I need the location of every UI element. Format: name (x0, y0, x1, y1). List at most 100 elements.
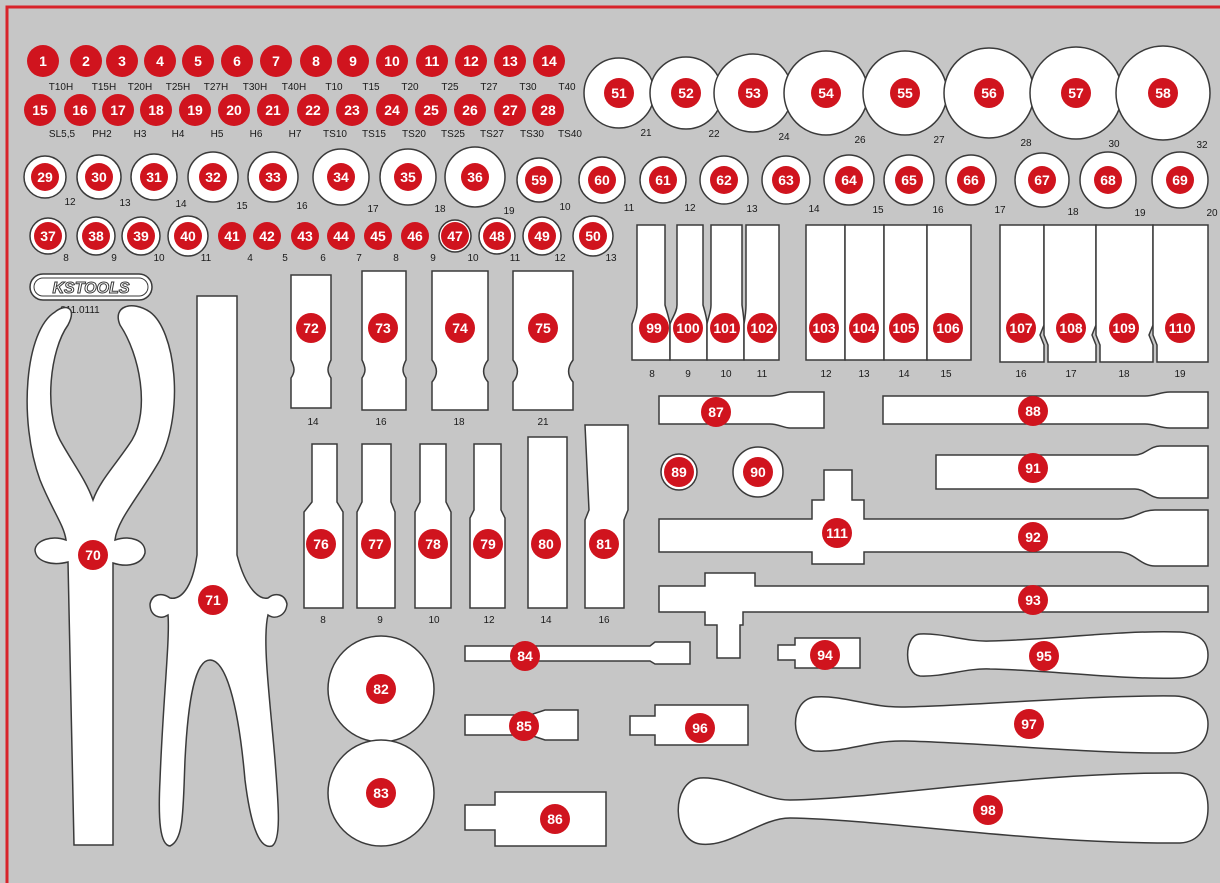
socket-badge-50-number: 50 (585, 228, 601, 244)
bit-badge-13-number: 13 (502, 53, 518, 69)
socket-badge-30-number: 30 (91, 169, 107, 185)
socket-badge-38: 38 (82, 222, 110, 250)
socket-badge-47: 47 (441, 222, 469, 250)
socket-badge-67-number: 67 (1034, 172, 1050, 188)
socket-badge-31: 31 (140, 163, 168, 191)
socket-badge-31-number: 31 (146, 169, 162, 185)
bit-size-1: T10H (49, 82, 73, 93)
tool-badge-96: 96 (685, 713, 715, 743)
bit-badge-14-number: 14 (541, 53, 557, 69)
tool-badge-83: 83 (366, 778, 396, 808)
deep-socket-badge-75-number: 75 (535, 320, 551, 336)
bit-badge-11: 11 (416, 45, 448, 77)
socket-badge-58-number: 58 (1155, 85, 1171, 101)
deep-socket-size-108: 17 (1065, 369, 1077, 380)
socket-badge-68-number: 68 (1100, 172, 1116, 188)
bit-badge-6: 6 (221, 45, 253, 77)
tool-badge-89-number: 89 (671, 464, 687, 480)
deep-socket-size-109: 18 (1118, 369, 1130, 380)
bit-size-10: T20 (401, 82, 419, 93)
bit-badge-10-number: 10 (384, 53, 400, 69)
socket-size-54: 26 (854, 135, 866, 146)
tool-badge-86-number: 86 (547, 811, 563, 827)
deep-socket-size-73: 16 (375, 417, 387, 428)
socket-size-69: 20 (1206, 208, 1218, 219)
tool-badge-87-number: 87 (708, 404, 724, 420)
socket-size-37: 8 (63, 253, 69, 264)
deep-socket-size-105: 14 (898, 369, 910, 380)
socket-size-68: 19 (1134, 208, 1146, 219)
socket-badge-60-number: 60 (594, 172, 610, 188)
deep-socket-size-78: 10 (428, 615, 440, 626)
socket-badge-55: 55 (890, 78, 920, 108)
socket-badge-62-number: 62 (716, 172, 732, 188)
socket-badge-39-number: 39 (133, 228, 149, 244)
bit-badge-20-number: 20 (226, 102, 242, 118)
bit-size-7: T40H (282, 82, 306, 93)
socket-badge-32: 32 (199, 163, 227, 191)
socket-size-43: 6 (320, 253, 326, 264)
deep-socket-badge-100-number: 100 (676, 320, 700, 336)
tool-badge-111-number: 111 (826, 525, 848, 541)
bit-size-28: TS40 (558, 129, 582, 140)
tool-badge-94: 94 (810, 640, 840, 670)
deep-socket-size-101: 10 (720, 369, 732, 380)
tool-badge-70: 70 (78, 540, 108, 570)
bit-badge-16-number: 16 (72, 102, 88, 118)
deep-socket-badge-72-number: 72 (303, 320, 319, 336)
bit-badge-13: 13 (494, 45, 526, 77)
socket-badge-52: 52 (671, 78, 701, 108)
bit-size-22: TS10 (323, 129, 347, 140)
deep-socket-size-80: 14 (540, 615, 552, 626)
tool-badge-92-number: 92 (1025, 529, 1041, 545)
bit-badge-22: 22 (297, 94, 329, 126)
deep-socket-size-104: 13 (858, 369, 870, 380)
deep-socket-badge-102: 102 (747, 313, 777, 343)
bit-badge-9: 9 (337, 45, 369, 77)
deep-socket-badge-73: 73 (368, 313, 398, 343)
deep-socket-size-107: 16 (1015, 369, 1027, 380)
socket-badge-34: 34 (327, 163, 355, 191)
bit-badge-26-number: 26 (462, 102, 478, 118)
deep-socket-size-100: 9 (685, 369, 691, 380)
socket-badge-30: 30 (85, 163, 113, 191)
deep-socket-badge-101-number: 101 (713, 320, 737, 336)
socket-badge-61-number: 61 (655, 172, 671, 188)
deep-socket-badge-79: 79 (473, 529, 503, 559)
tool-badge-88: 88 (1018, 396, 1048, 426)
socket-badge-59: 59 (525, 166, 553, 194)
socket-badge-59-number: 59 (531, 172, 547, 188)
socket-size-46: 9 (430, 253, 436, 264)
socket-badge-29: 29 (31, 163, 59, 191)
socket-badge-44-number: 44 (333, 228, 349, 244)
socket-size-50: 13 (605, 253, 617, 264)
deep-socket-badge-107-number: 107 (1009, 320, 1033, 336)
socket-size-66: 17 (994, 205, 1006, 216)
socket-badge-42-number: 42 (259, 228, 275, 244)
deep-socket-badge-109-number: 109 (1112, 320, 1136, 336)
bit-badge-27: 27 (494, 94, 526, 126)
tool-badge-97-number: 97 (1021, 716, 1037, 732)
bit-size-8: T10 (325, 82, 343, 93)
socket-badge-69-number: 69 (1172, 172, 1188, 188)
deep-socket-size-110: 19 (1174, 369, 1186, 380)
tool-badge-85: 85 (509, 711, 539, 741)
bit-size-11: T25 (441, 82, 459, 93)
bit-badge-5-number: 5 (194, 53, 202, 69)
deep-socket-badge-100: 100 (673, 313, 703, 343)
tool-badge-86: 86 (540, 804, 570, 834)
tool-badge-87: 87 (701, 397, 731, 427)
bit-size-15: SL5,5 (49, 129, 76, 140)
socket-badge-61: 61 (649, 166, 677, 194)
bit-size-12: T27 (480, 82, 498, 93)
socket-size-55: 27 (933, 135, 945, 146)
socket-badge-56-number: 56 (981, 85, 997, 101)
tool-badge-88-number: 88 (1025, 403, 1041, 419)
socket-badge-54: 54 (811, 78, 841, 108)
bit-badge-2-number: 2 (82, 53, 90, 69)
socket-badge-37: 37 (34, 222, 62, 250)
socket-size-63: 14 (808, 204, 820, 215)
bit-badge-26: 26 (454, 94, 486, 126)
bit-badge-15-number: 15 (32, 102, 48, 118)
